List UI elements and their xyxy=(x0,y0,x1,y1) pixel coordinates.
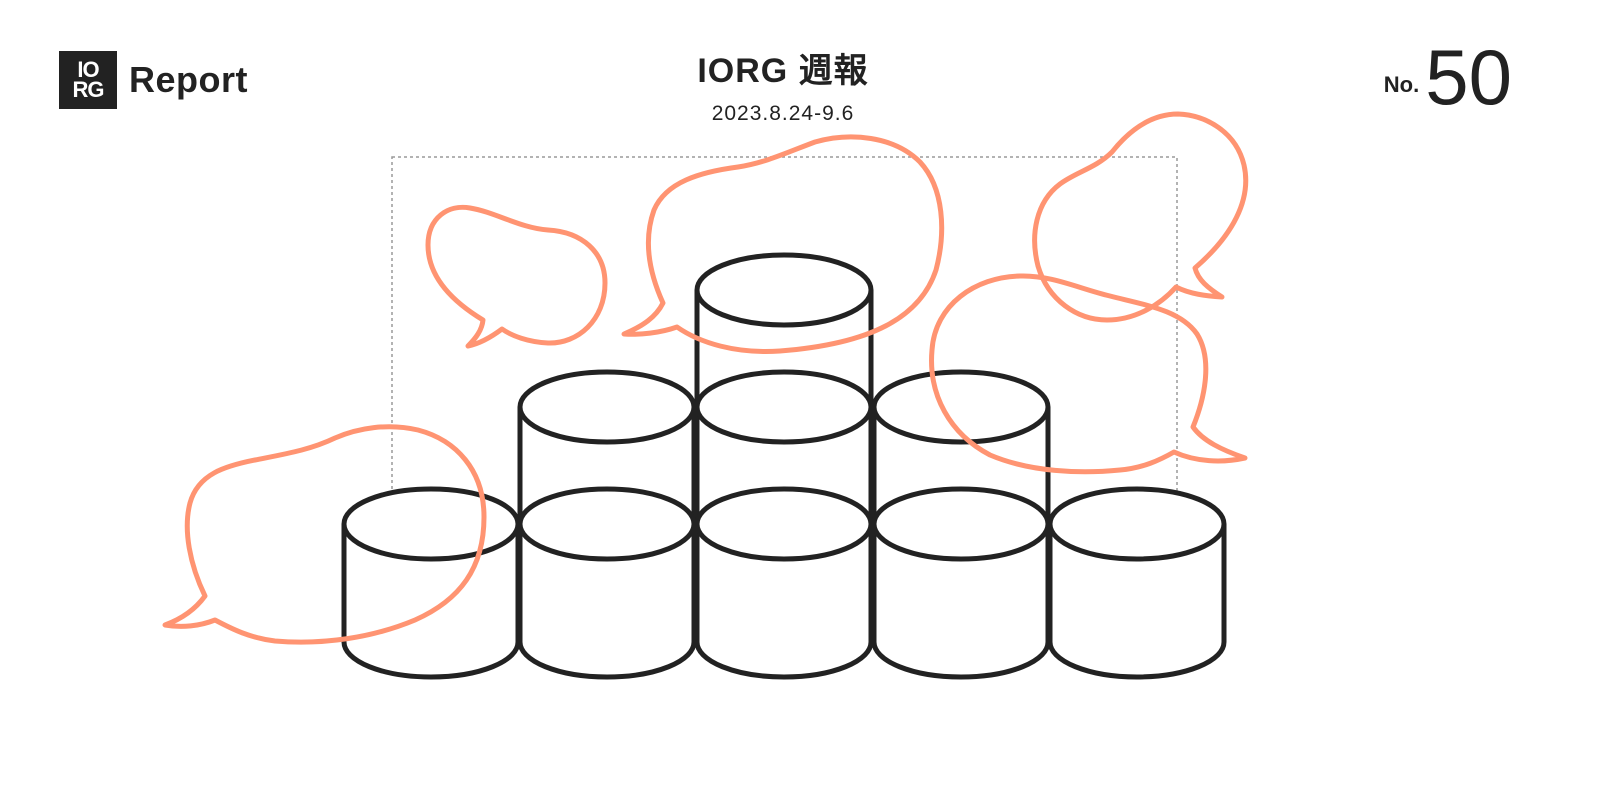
cylinder-bottom-3 xyxy=(694,486,874,680)
speech-bubble-icon xyxy=(929,273,1248,475)
cylinder-bottom-2 xyxy=(517,486,697,680)
issue-label: No. xyxy=(1383,72,1420,97)
logo-line-2: RG xyxy=(72,77,105,102)
report-title: IORG 週報 xyxy=(697,52,869,90)
speech-bubble-icon xyxy=(425,204,608,349)
cylinder-bottom-1 xyxy=(341,486,521,680)
dotted-frame xyxy=(391,156,1178,628)
speech-bubbles xyxy=(162,111,1249,645)
issue-number: 50 xyxy=(1425,33,1512,121)
iorg-logo: IO RG xyxy=(59,51,117,109)
brand-name: Report xyxy=(129,59,248,100)
speech-bubble-icon xyxy=(162,424,487,645)
issue-number-block: No. 50 xyxy=(1384,38,1512,116)
speech-bubble-icon xyxy=(1032,111,1249,323)
report-date-range: 2023.8.24-9.6 xyxy=(711,102,855,125)
cylinder-bottom-5 xyxy=(1047,486,1227,680)
database-stack-icon xyxy=(341,252,1227,680)
logo-line-1: IO xyxy=(77,57,99,83)
cylinder-bottom-4 xyxy=(871,486,1051,680)
report-title-block: IORG 週報 2023.8.24-9.6 xyxy=(0,43,1600,126)
speech-bubble-icon xyxy=(621,134,945,354)
brand: IO RG Report xyxy=(59,51,248,109)
